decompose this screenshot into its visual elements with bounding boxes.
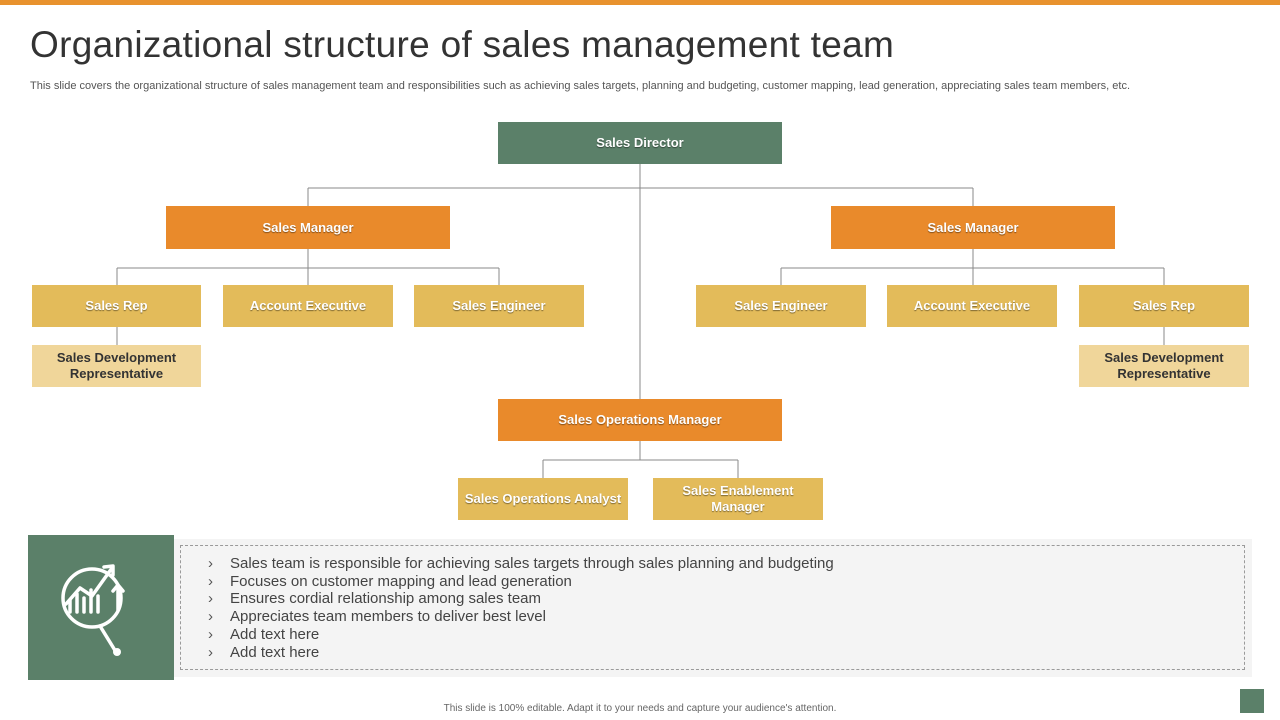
footer-note: This slide is 100% editable. Adapt it to…: [443, 703, 837, 714]
node-sales-operations-analyst: Sales Operations Analyst: [458, 478, 628, 520]
node-sales-enablement-manager: Sales Enablement Manager: [653, 478, 823, 520]
chevron-right-icon: ›: [208, 608, 213, 626]
panel-icon-block: [28, 535, 174, 680]
chevron-right-icon: ›: [208, 625, 213, 643]
node-right-sales-development-rep: Sales Development Representative: [1079, 345, 1249, 387]
responsibility-list: ›Sales team is responsible for achieving…: [208, 555, 834, 661]
node-left-sales-rep: Sales Rep: [32, 285, 201, 327]
node-left-sales-development-rep: Sales Development Representative: [32, 345, 201, 387]
list-item[interactable]: ›Add text here: [208, 625, 320, 643]
chevron-right-icon: ›: [208, 572, 213, 590]
notes-panel: [174, 539, 1252, 677]
node-sales-director: Sales Director: [498, 122, 782, 164]
page-title: Organizational structure of sales manage…: [30, 24, 895, 65]
node-right-sales-manager: Sales Manager: [831, 206, 1115, 249]
node-left-sales-engineer: Sales Engineer: [414, 285, 584, 327]
list-item[interactable]: ›Add text here: [208, 643, 320, 661]
node-left-sales-manager: Sales Manager: [166, 206, 450, 249]
chevron-right-icon: ›: [208, 555, 213, 572]
list-item: ›Ensures cordial relationship among sale…: [208, 590, 541, 608]
notes-panel-border: [180, 545, 1245, 670]
node-left-account-executive: Account Executive: [223, 285, 393, 327]
list-item: ›Sales team is responsible for achieving…: [208, 555, 834, 572]
node-right-account-executive: Account Executive: [887, 285, 1057, 327]
node-right-sales-engineer: Sales Engineer: [696, 285, 866, 327]
top-accent-bar: [0, 0, 1280, 5]
growth-chart-magnifier-icon: [61, 563, 125, 656]
list-item: ›Focuses on customer mapping and lead ge…: [208, 572, 572, 590]
page-subtitle: This slide covers the organizational str…: [30, 80, 1130, 92]
corner-square: [1240, 689, 1264, 713]
list-item: ›Appreciates team members to deliver bes…: [208, 608, 546, 626]
node-sales-operations-manager: Sales Operations Manager: [498, 399, 782, 441]
chevron-right-icon: ›: [208, 643, 213, 661]
chevron-right-icon: ›: [208, 590, 213, 608]
node-right-sales-rep: Sales Rep: [1079, 285, 1249, 327]
